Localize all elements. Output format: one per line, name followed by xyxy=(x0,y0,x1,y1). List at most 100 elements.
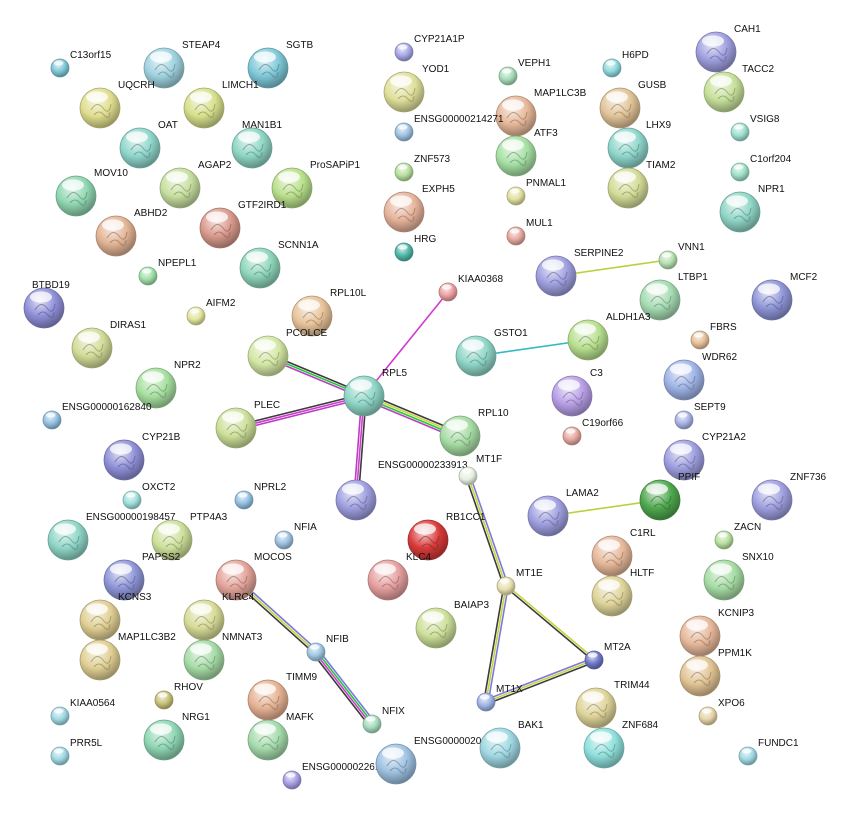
node-agap2[interactable]: AGAP2 xyxy=(159,160,232,209)
node-mcf2[interactable]: MCF2 xyxy=(751,272,818,321)
node-nfib[interactable]: NFIB xyxy=(306,634,349,662)
node-prr5l[interactable]: PRR5L xyxy=(50,738,103,766)
node-ppm1k[interactable]: PPM1K xyxy=(679,648,752,697)
node-rpl10l[interactable]: RPL10L xyxy=(291,288,367,337)
node-ensg00000214271[interactable]: ENSG00000214271 xyxy=(394,114,504,142)
node-mul1[interactable]: MUL1 xyxy=(506,218,553,246)
edge-mt1f-mt1e[interactable] xyxy=(465,474,509,588)
node-mafk[interactable]: MAFK xyxy=(247,712,314,761)
node-ppif[interactable]: PPIF xyxy=(639,472,700,521)
node-zacn[interactable]: ZACN xyxy=(714,522,761,550)
node-tacc2[interactable]: TACC2 xyxy=(703,64,774,113)
node-oxct2[interactable]: OXCT2 xyxy=(122,482,176,510)
node-cyp21a1p[interactable]: CYP21A1P xyxy=(394,34,465,62)
node-ensg00000198457[interactable]: ENSG00000198457 xyxy=(47,512,176,561)
node-hltf[interactable]: HLTF xyxy=(591,568,654,617)
node-mt2a[interactable]: MT2A xyxy=(584,642,631,670)
node-tiam2[interactable]: TIAM2 xyxy=(607,160,676,209)
node-plec[interactable]: PLEC xyxy=(215,400,280,449)
node-cyp21b[interactable]: CYP21B xyxy=(103,432,181,481)
node-wdr62[interactable]: WDR62 xyxy=(663,352,737,401)
node-sept9[interactable]: SEPT9 xyxy=(674,402,726,430)
node-aldh1a3[interactable]: ALDH1A3 xyxy=(567,312,651,361)
node-nfix[interactable]: NFIX xyxy=(362,706,405,734)
node-nmnat3[interactable]: NMNAT3 xyxy=(183,632,263,681)
node-fundc1[interactable]: FUNDC1 xyxy=(738,738,799,766)
node-npepl1[interactable]: NPEPL1 xyxy=(138,258,197,286)
node-znf573[interactable]: ZNF573 xyxy=(394,154,451,182)
node-mocos[interactable]: MOCOS xyxy=(215,552,292,601)
edge-mt1x-mt2a[interactable] xyxy=(484,657,596,705)
node-c1orf204[interactable]: C1orf204 xyxy=(730,154,792,182)
node-atf3[interactable]: ATF3 xyxy=(495,128,558,177)
node-steap4[interactable]: STEAP4 xyxy=(143,40,221,89)
node-c19orf66[interactable]: C19orf66 xyxy=(562,418,624,446)
node-vnn1[interactable]: VNN1 xyxy=(658,242,705,270)
node-uqcrh[interactable]: UQCRH xyxy=(79,80,155,129)
node-sgtb[interactable]: SGTB xyxy=(247,40,314,89)
node-bak1[interactable]: BAK1 xyxy=(479,720,544,769)
node-fbrs[interactable]: FBRS xyxy=(690,322,737,350)
node-gusb[interactable]: GUSB xyxy=(599,80,667,129)
node-btbd19[interactable]: BTBD19 xyxy=(23,280,70,329)
node-c1rl[interactable]: C1RL xyxy=(591,528,656,577)
node-npr1[interactable]: NPR1 xyxy=(719,184,785,233)
node-man1b1[interactable]: MAN1B1 xyxy=(231,120,282,169)
node-veph1[interactable]: VEPH1 xyxy=(498,58,551,86)
edge-nfib-nfix[interactable] xyxy=(312,649,376,727)
node-c13orf15[interactable]: C13orf15 xyxy=(50,50,112,78)
node-ensg00000206338[interactable]: ENSG00000206338 xyxy=(375,736,504,785)
node-lhx9[interactable]: LHX9 xyxy=(607,120,671,169)
node-klrc4[interactable]: KLRC4 xyxy=(183,592,255,641)
node-klc4[interactable]: KLC4 xyxy=(367,552,431,601)
node-kiaa0368[interactable]: KIAA0368 xyxy=(438,274,503,302)
node-lama2[interactable]: LAMA2 xyxy=(527,488,599,537)
node-serpine2[interactable]: SERPINE2 xyxy=(535,248,624,297)
edge-rpl5-kiaa0368[interactable] xyxy=(363,291,449,397)
node-gsto1[interactable]: GSTO1 xyxy=(455,328,528,377)
node-rpl10[interactable]: RPL10 xyxy=(439,408,509,457)
edge-mt1e-mt1x[interactable] xyxy=(483,584,509,704)
node-map1lc3b2[interactable]: MAP1LC3B2 xyxy=(79,632,176,681)
node-nfia[interactable]: NFIA xyxy=(274,522,317,550)
node-mov10[interactable]: MOV10 xyxy=(55,168,128,217)
edge-mt1e-mt2a[interactable] xyxy=(504,584,596,662)
node-exph5[interactable]: EXPH5 xyxy=(383,184,455,233)
node-mt1e[interactable]: MT1E xyxy=(496,568,543,596)
node-map1lc3b[interactable]: MAP1LC3B xyxy=(495,88,587,137)
node-scnn1a[interactable]: SCNN1A xyxy=(239,240,319,289)
node-rhov[interactable]: RHOV xyxy=(154,682,203,710)
node-vsig8[interactable]: VSIG8 xyxy=(730,114,780,142)
node-snx10[interactable]: SNX10 xyxy=(703,552,774,601)
node-baiap3[interactable]: BAIAP3 xyxy=(415,600,489,649)
node-kiaa0564[interactable]: KIAA0564 xyxy=(50,698,115,726)
node-gtf2ird1[interactable]: GTF2IRD1 xyxy=(199,200,287,249)
node-prosapip1[interactable]: ProSAPiP1 xyxy=(271,160,360,209)
node-npr2[interactable]: NPR2 xyxy=(135,360,201,409)
node-cah1[interactable]: CAH1 xyxy=(695,24,761,73)
node-pcolce[interactable]: PCOLCE xyxy=(247,328,327,377)
node-nprl2[interactable]: NPRL2 xyxy=(234,482,287,510)
node-diras1[interactable]: DIRAS1 xyxy=(71,320,147,369)
node-cyp21a2[interactable]: CYP21A2 xyxy=(663,432,746,481)
node-ensg00000162840[interactable]: ENSG00000162840 xyxy=(42,402,152,430)
node-ptp4a3[interactable]: PTP4A3 xyxy=(151,512,228,561)
node-hrg[interactable]: HRG xyxy=(394,234,436,262)
node-trim44[interactable]: TRIM44 xyxy=(575,680,650,729)
node-ensg00000226123[interactable]: ENSG00000226123 xyxy=(282,762,392,790)
node-znf736[interactable]: ZNF736 xyxy=(751,472,827,521)
node-c3[interactable]: C3 xyxy=(551,368,603,417)
node-mt1x[interactable]: MT1X xyxy=(476,684,523,712)
node-ensg00000233913[interactable]: ENSG00000233913 xyxy=(335,460,468,521)
node-ltbp1[interactable]: LTBP1 xyxy=(639,272,708,321)
node-mt1f[interactable]: MT1F xyxy=(458,454,502,486)
node-znf684[interactable]: ZNF684 xyxy=(583,720,659,769)
node-pnmal1[interactable]: PNMAL1 xyxy=(506,178,566,206)
node-kcnip3[interactable]: KCNIP3 xyxy=(679,608,755,657)
node-abhd2[interactable]: ABHD2 xyxy=(95,208,168,257)
node-yod1[interactable]: YOD1 xyxy=(383,64,450,113)
edge-plec-rpl5[interactable] xyxy=(234,393,366,431)
node-h6pd[interactable]: H6PD xyxy=(602,50,649,78)
node-timm9[interactable]: TIMM9 xyxy=(247,672,318,721)
node-limch1[interactable]: LIMCH1 xyxy=(183,80,259,129)
